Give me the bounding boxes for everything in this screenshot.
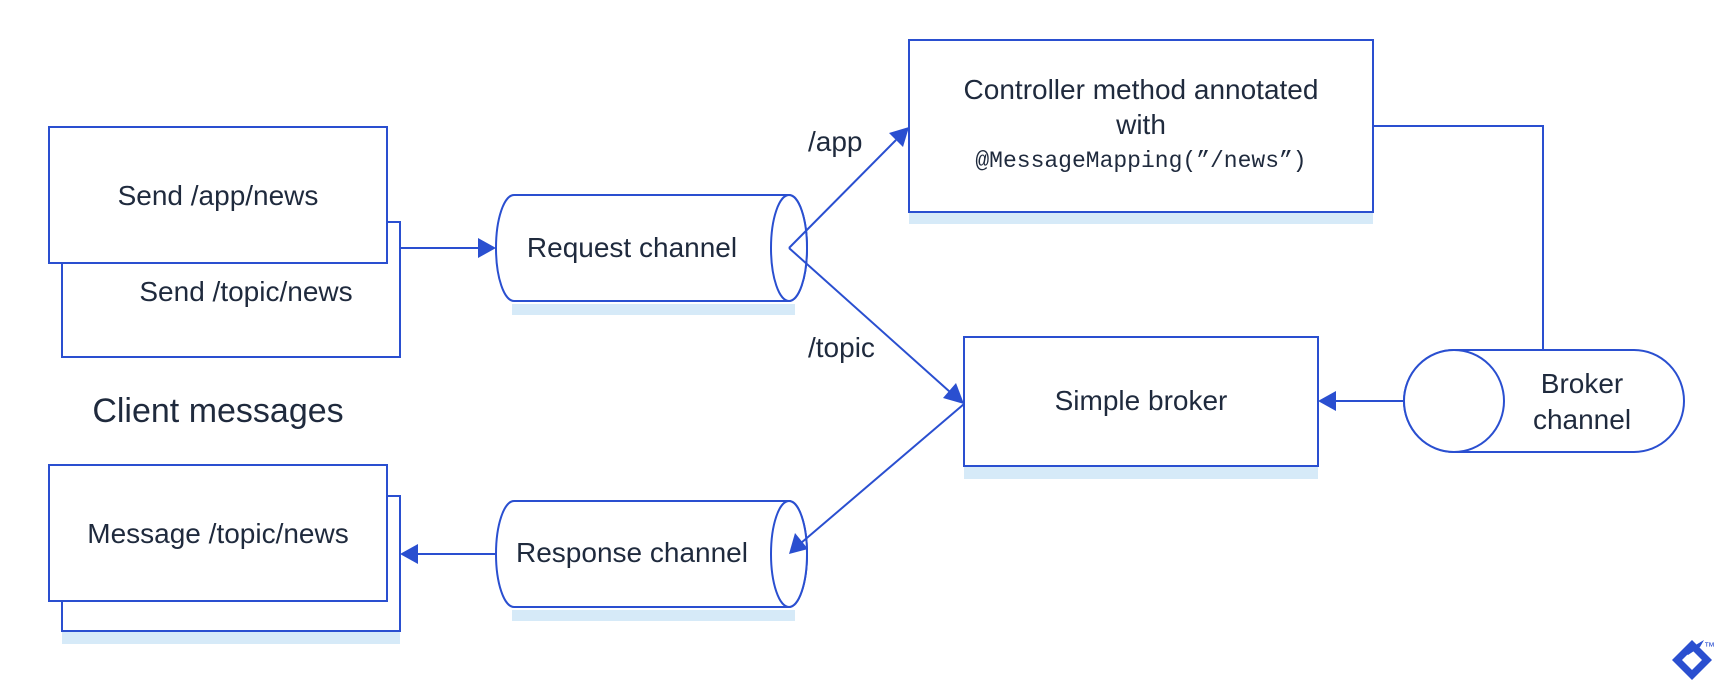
send-app-news-label: Send /app/news (118, 180, 319, 211)
message-topic-news-box (48, 464, 388, 602)
request-to-controller-line (788, 139, 897, 249)
request-to-broker-line (788, 247, 951, 393)
client-messages-title: Client messages (92, 392, 343, 430)
response-channel-label: Response channel (516, 537, 748, 568)
route-app-label: /app (808, 126, 863, 157)
broker-channel-label-line1: Broker (1541, 368, 1623, 399)
request-to-controller-arrowhead (889, 127, 909, 147)
response-channel: Response channel (495, 500, 808, 621)
send-topic-news-label: Send /topic/news (139, 276, 352, 307)
send-app-news-box (48, 126, 388, 264)
controller-shadow (909, 212, 1373, 224)
broker-channel-label-line2: channel (1533, 404, 1631, 435)
simple-broker-box: Simple broker (963, 336, 1319, 479)
logo-slash-shape (1684, 640, 1704, 655)
request-channel: Request channel (495, 194, 808, 315)
logo-inner-cutout (1682, 650, 1702, 670)
request-to-broker-arrowhead (943, 383, 964, 404)
broker-channel-to-broker-arrowhead (1318, 391, 1336, 411)
broker-channel-end (1403, 349, 1505, 453)
broker-to-response-line (800, 403, 965, 544)
simple-broker-rect (963, 336, 1319, 467)
broker-channel: Broker channel (1403, 349, 1685, 453)
request-channel-label: Request channel (527, 232, 737, 263)
toptal-logo-icon: ™ (1672, 640, 1715, 680)
message-back-shadow (62, 631, 400, 644)
send-to-request-arrowhead (478, 238, 496, 258)
route-topic-label: /topic (808, 332, 875, 363)
broker-to-response-arrowhead (789, 533, 808, 554)
controller-to-broker-channel-line (1373, 125, 1544, 350)
message-stack: Message /topic/news (48, 464, 401, 644)
controller-line2: with (1115, 109, 1166, 140)
controller-rect (908, 39, 1374, 213)
request-channel-shadow (512, 304, 795, 315)
controller-annotation: @MessageMapping(”/news”) (975, 148, 1306, 174)
connectors: /app /topic (400, 125, 1544, 564)
simple-broker-label: Simple broker (1055, 385, 1228, 416)
trademark-symbol: ™ (1704, 641, 1715, 653)
response-to-message-arrowhead (400, 544, 418, 564)
simple-broker-shadow (964, 466, 1318, 479)
response-channel-shadow (512, 610, 795, 621)
controller-line1: Controller method annotated (964, 74, 1319, 105)
controller-box: Controller method annotated with @Messag… (908, 39, 1374, 224)
send-stack: Send /topic/news Send /app/news (48, 126, 401, 358)
message-topic-news-label: Message /topic/news (87, 518, 348, 549)
